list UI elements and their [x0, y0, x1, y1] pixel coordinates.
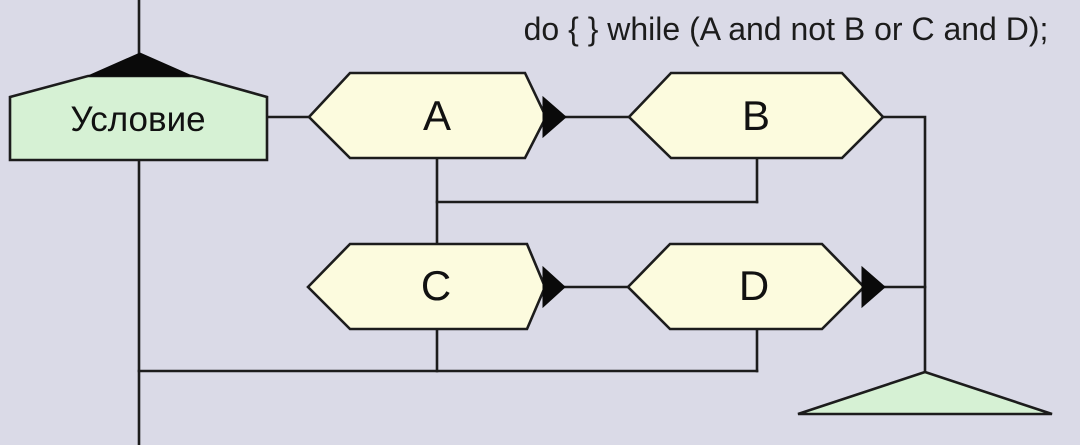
condition-d-label: D	[739, 262, 769, 309]
loop-start-node: Условие	[8, 52, 269, 162]
condition-c-arrow-icon	[542, 265, 566, 309]
condition-b-shape	[627, 71, 885, 160]
condition-a-label: A	[423, 92, 451, 139]
condition-node-b: B	[627, 71, 885, 160]
loop-start-label: Условие	[70, 100, 205, 139]
loop-end-arrow	[797, 370, 1053, 416]
condition-node-d: D	[626, 242, 886, 331]
condition-d-arrow-icon	[861, 265, 886, 309]
condition-node-c: C	[306, 242, 566, 331]
loop-entry-arrow-icon	[87, 52, 193, 77]
code-caption: do { } while (A and not B or C and D);	[524, 11, 1049, 47]
condition-b-label: B	[742, 92, 770, 139]
condition-c-label: C	[421, 262, 451, 309]
condition-a-arrow-icon	[542, 95, 567, 139]
condition-node-a: A	[307, 71, 567, 160]
